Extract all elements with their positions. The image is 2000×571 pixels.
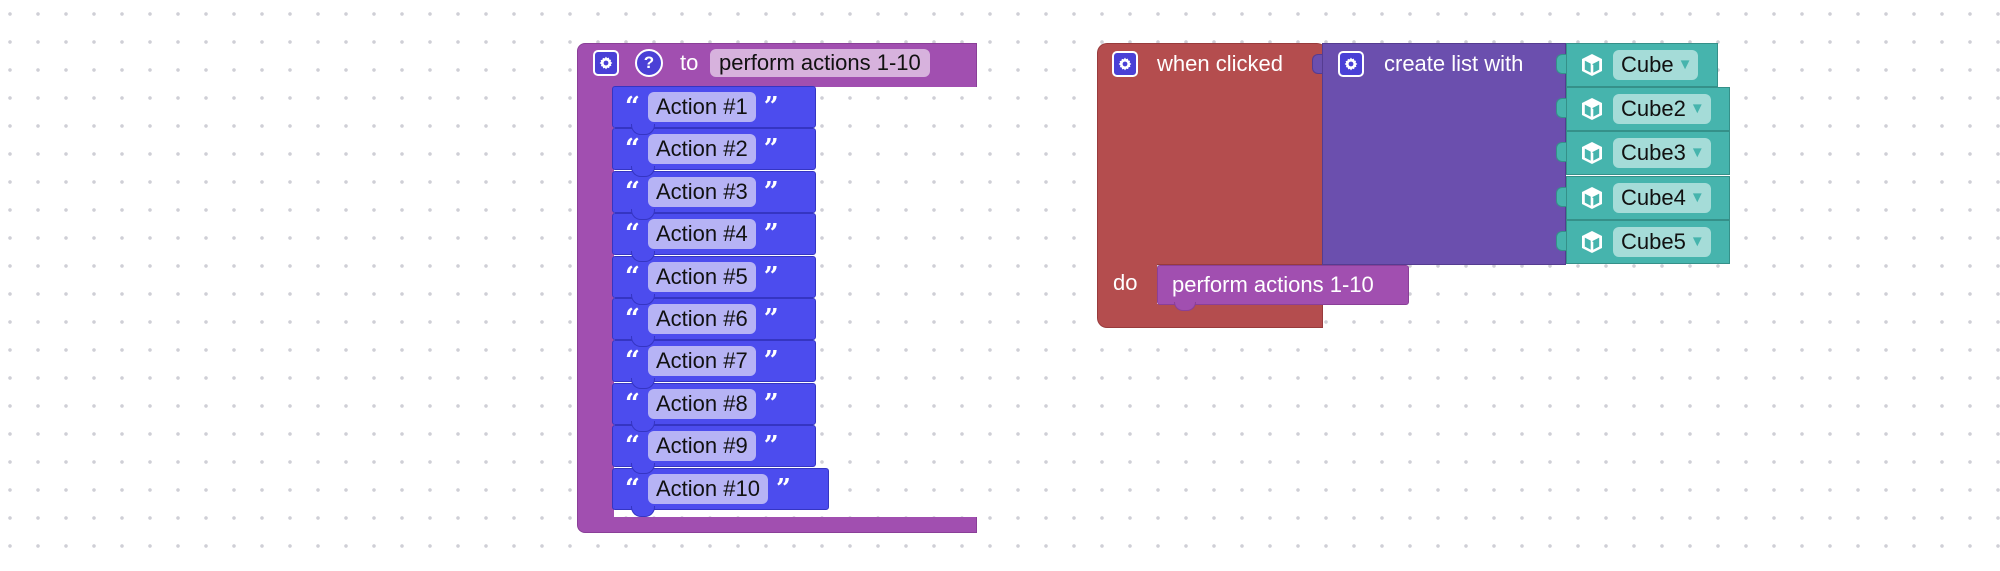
close-quote-icon: ” [763,92,779,122]
cube-output-tab [1556,186,1566,207]
procedure-name-field[interactable]: perform actions 1-10 [710,49,930,77]
cube-dropdown-value: Cube2 [1621,96,1686,122]
cube-output-tab [1556,142,1566,163]
close-quote-icon: ” [763,431,779,462]
cube-icon [1579,96,1605,122]
open-quote-icon: “ [625,261,640,292]
cube-dropdown[interactable]: Cube4▼ [1613,182,1711,213]
chevron-down-icon: ▼ [1677,56,1693,73]
text-block-action-4[interactable]: “Action #4” [612,213,816,263]
close-quote-icon: ” [763,219,779,250]
close-quote-icon: ” [775,473,791,504]
cube-block-5[interactable]: Cube5▼ [1566,219,1730,264]
event-foot [1097,304,1323,328]
close-quote-icon: ” [763,346,779,377]
create-list-block[interactable] [1322,43,1566,265]
cube-icon [1579,52,1605,78]
action-text-field[interactable]: Action #3 [647,176,756,207]
cube-block-2[interactable]: Cube2▼ [1566,87,1730,132]
open-quote-icon: “ [625,134,640,165]
open-quote-icon: “ [625,176,640,207]
close-quote-icon: ” [763,261,779,292]
list-gear-icon[interactable] [1338,51,1364,77]
cube-icon [1579,140,1605,166]
text-block-action-9[interactable]: “Action #9” [612,425,816,475]
close-quote-icon: ” [763,176,779,207]
open-quote-icon: “ [625,473,640,504]
close-quote-icon: ” [763,134,779,165]
create-list-label: create list with [1384,51,1524,76]
text-block-action-1[interactable]: “Action #1” [612,86,816,135]
event-gear-icon[interactable] [1112,51,1138,77]
text-block-action-5[interactable]: “Action #5” [612,255,816,305]
procedure-help-icon[interactable]: ? [635,49,663,77]
chevron-down-icon: ▼ [1689,188,1705,206]
open-quote-icon: “ [625,431,640,462]
procedure-foot [577,517,977,533]
action-text-field[interactable]: Action #8 [647,388,756,419]
cube-output-tab [1556,54,1566,74]
action-text-field[interactable]: Action #5 [647,261,756,292]
action-text-field[interactable]: Action #6 [647,304,756,334]
procedure-gear-icon[interactable] [593,50,619,76]
open-quote-icon: “ [625,346,640,377]
help-symbol: ? [643,53,655,72]
chevron-down-icon: ▼ [1689,144,1705,162]
cube-dropdown[interactable]: Cube3▼ [1613,138,1711,169]
action-text-field[interactable]: Action #10 [647,473,768,504]
open-quote-icon: “ [625,304,640,334]
text-block-action-10[interactable]: “Action #10” [612,467,829,517]
when-clicked-label: when clicked [1157,51,1283,76]
open-quote-icon: “ [625,92,640,122]
event-do-arm [1097,264,1157,305]
text-block-action-6[interactable]: “Action #6” [612,298,816,347]
do-label: do [1113,270,1138,295]
text-block-action-8[interactable]: “Action #8” [612,382,816,432]
action-text-field[interactable]: Action #4 [647,219,756,250]
when-clicked-block[interactable] [1097,43,1327,265]
action-text-field[interactable]: Action #7 [647,346,756,377]
cube-dropdown[interactable]: Cube▼ [1613,50,1699,80]
cube-icon [1579,185,1605,211]
cube-block-3[interactable]: Cube3▼ [1566,131,1730,176]
cube-dropdown-value: Cube [1621,52,1674,77]
action-text-field[interactable]: Action #2 [647,134,756,165]
text-block-action-2[interactable]: “Action #2” [612,128,816,178]
text-block-action-3[interactable]: “Action #3” [612,170,816,220]
cube-dropdown-value: Cube4 [1621,184,1686,210]
cube-dropdown[interactable]: Cube2▼ [1613,94,1711,125]
cube-block-4[interactable]: Cube4▼ [1566,175,1730,220]
cube-dropdown[interactable]: Cube5▼ [1613,226,1711,257]
open-quote-icon: “ [625,388,640,419]
open-quote-icon: “ [625,219,640,250]
list-output-tab [1312,54,1322,74]
cube-dropdown-value: Cube5 [1621,228,1686,254]
cube-output-tab [1556,98,1566,119]
chevron-down-icon: ▼ [1689,232,1705,250]
text-block-action-7[interactable]: “Action #7” [612,340,816,390]
cube-output-tab [1556,230,1566,251]
close-quote-icon: ” [763,388,779,419]
close-quote-icon: ” [763,304,779,334]
procedure-body-arm [577,86,614,518]
action-text-field[interactable]: Action #1 [647,92,756,122]
cube-dropdown-value: Cube3 [1621,140,1686,166]
procedure-to-label: to [680,50,699,75]
cube-block-1[interactable]: Cube▼ [1566,43,1718,87]
block-notch [631,505,655,517]
call-procedure-block[interactable]: perform actions 1-10 [1157,265,1409,305]
cube-icon [1579,229,1605,255]
action-text-field[interactable]: Action #9 [647,431,756,462]
chevron-down-icon: ▼ [1689,100,1705,118]
